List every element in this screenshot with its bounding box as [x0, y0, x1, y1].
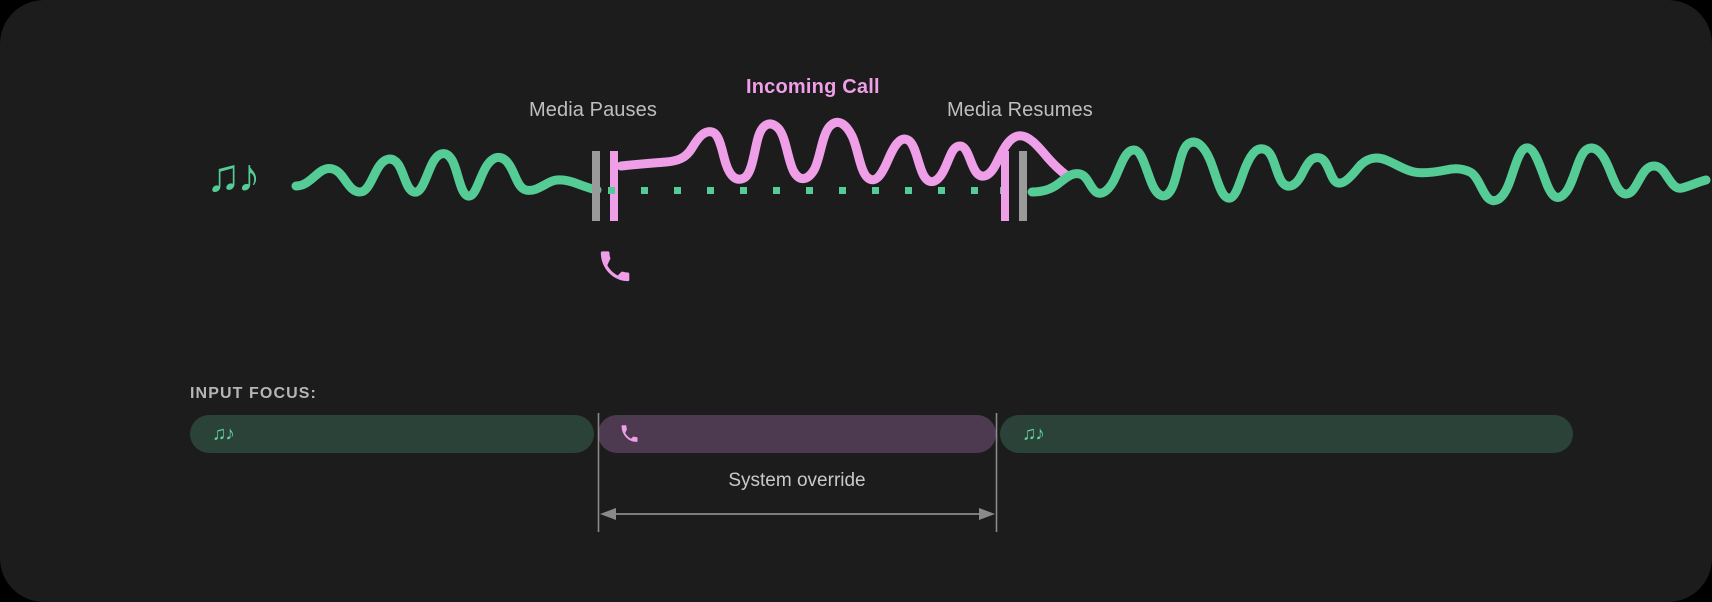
- system-override-label: System override: [728, 470, 866, 491]
- media-waveform-left: [291, 149, 602, 201]
- resume-marker-pink: [1001, 151, 1009, 221]
- phone-icon-svg: [621, 425, 638, 442]
- input-focus-section: INPUT FOCUS: ♫♪ ♫♪ System override: [0, 330, 1712, 602]
- music-notes-icon: ♫♪: [1022, 423, 1045, 445]
- focus-segment-media-after[interactable]: ♫♪: [1000, 415, 1573, 453]
- resume-marker-gray: [1019, 151, 1027, 221]
- label-media-pauses: Media Pauses: [529, 99, 657, 121]
- waveform-graphic: [291, 117, 1711, 221]
- audio-timeline: Media Pauses Media Resumes Incoming Call…: [206, 76, 1711, 284]
- phone-icon: [620, 425, 639, 444]
- phone-icon: [598, 250, 632, 284]
- input-focus-heading: INPUT FOCUS:: [190, 385, 317, 402]
- music-notes-icon: ♫♪: [206, 149, 260, 201]
- label-incoming-call: Incoming Call: [746, 76, 880, 98]
- override-arrow-head-right: [979, 508, 995, 520]
- system-override-measure: [597, 413, 998, 532]
- muted-media-dotted-track: [608, 187, 1007, 194]
- override-arrow-head-left: [600, 508, 616, 520]
- phone-icon-svg: [600, 251, 630, 282]
- pause-marker-gray: [592, 151, 600, 221]
- call-waveform: [616, 117, 1071, 187]
- music-notes-icon: ♫♪: [212, 423, 235, 445]
- pause-marker-pink: [610, 151, 618, 221]
- focus-segment-media-before[interactable]: ♫♪: [190, 415, 594, 453]
- media-waveform-right: [1027, 137, 1711, 206]
- focus-segment-call[interactable]: [598, 415, 996, 453]
- label-media-resumes: Media Resumes: [947, 99, 1093, 121]
